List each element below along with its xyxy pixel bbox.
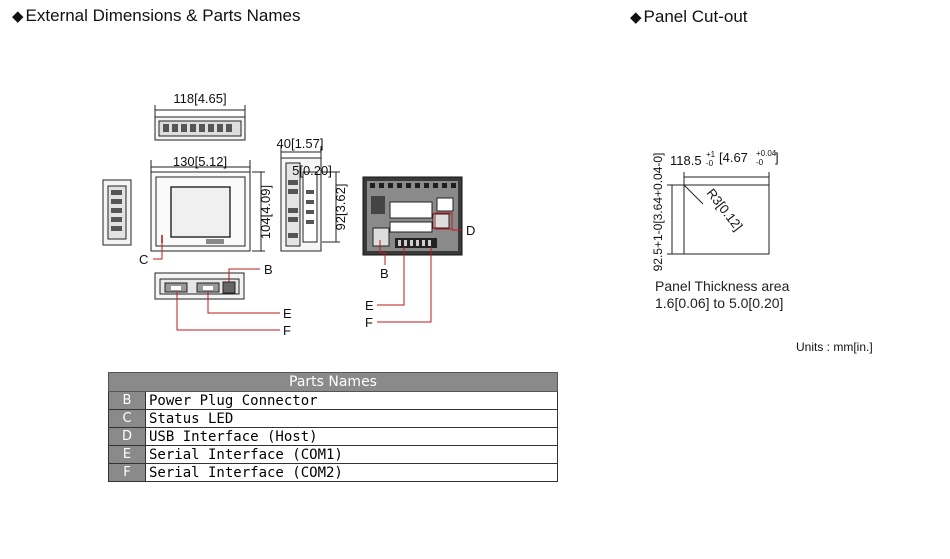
svg-text:]: ] [775, 150, 779, 165]
callout-c-label: C [139, 252, 148, 267]
svg-text:-0: -0 [756, 158, 764, 167]
top-width-dimension: 118[4.65] [173, 91, 226, 106]
front-view [150, 160, 265, 252]
left-side-view [102, 179, 132, 246]
callout-b-side-label: B [264, 262, 273, 277]
external-dimensions-heading: ◆External Dimensions & Parts Names [12, 6, 300, 26]
table-row: B Power Plug Connector [108, 391, 558, 410]
callout-b-rear-label: B [380, 266, 389, 281]
cutout-height-dimension: 92.5+1-0[3.64+0.04-0] [651, 153, 665, 272]
part-name: Serial Interface (COM1) [145, 445, 558, 464]
units-note: Units : mm[in.] [796, 340, 873, 354]
callout-c-line [153, 243, 163, 260]
cutout-width-dimension: 118.5 +1 -0 [4.67 +0.04 -0 ] [670, 149, 779, 168]
part-key: F [108, 463, 146, 482]
parts-table-header-row: Parts Names [108, 372, 558, 392]
parts-table-title: Parts Names [108, 372, 558, 392]
svg-text:+1: +1 [706, 150, 716, 159]
svg-text:118.5: 118.5 [670, 153, 702, 168]
callout-f-side-label: F [283, 323, 291, 338]
table-row: E Serial Interface (COM1) [108, 445, 558, 464]
svg-text:[4.67: [4.67 [719, 150, 748, 165]
part-key: E [108, 445, 146, 464]
part-key: C [108, 409, 146, 428]
callout-e-side-label: E [283, 306, 292, 321]
part-name: USB Interface (Host) [145, 427, 558, 446]
side-height-dimension: 92[3.62] [333, 184, 348, 231]
panel-thickness-range: 1.6[0.06] to 5.0[0.20] [655, 295, 783, 311]
part-name: Status LED [145, 409, 558, 428]
front-width-dimension: 130[5.12] [173, 154, 227, 169]
callout-e-rear-label: E [365, 298, 374, 313]
front-height-dimension: 104[4.09] [258, 185, 273, 239]
cutout-drawing [667, 172, 770, 255]
table-row: C Status LED [108, 409, 558, 428]
parts-names-table: Parts Names B Power Plug Connector C Sta… [108, 372, 558, 482]
panel-cutout-title: Panel Cut-out [643, 7, 748, 26]
side-inset-dimension: 5[0.20] [292, 163, 332, 178]
right-side-view [280, 146, 340, 252]
part-key: B [108, 391, 146, 410]
top-view [154, 105, 246, 141]
table-row: D USB Interface (Host) [108, 427, 558, 446]
bottom-callout-lines [176, 268, 280, 331]
panel-thickness-label: Panel Thickness area [655, 278, 790, 294]
callout-d-rear-label: D [466, 223, 475, 238]
part-name: Serial Interface (COM2) [145, 463, 558, 482]
panel-cutout-heading: ◆Panel Cut-out [630, 7, 748, 27]
diamond-bullet-icon: ◆ [12, 8, 24, 25]
table-row: F Serial Interface (COM2) [108, 463, 558, 482]
diamond-bullet-icon: ◆ [630, 9, 642, 26]
svg-text:+0.04: +0.04 [756, 149, 777, 158]
rear-callout-lines [377, 212, 462, 323]
part-name: Power Plug Connector [145, 391, 558, 410]
part-key: D [108, 427, 146, 446]
svg-text:-0: -0 [706, 159, 714, 168]
callout-f-rear-label: F [365, 315, 373, 330]
external-dimensions-title: External Dimensions & Parts Names [25, 6, 301, 25]
depth-dimension: 40[1.57] [277, 136, 324, 151]
bottom-view [154, 272, 245, 300]
rear-view [362, 176, 463, 256]
